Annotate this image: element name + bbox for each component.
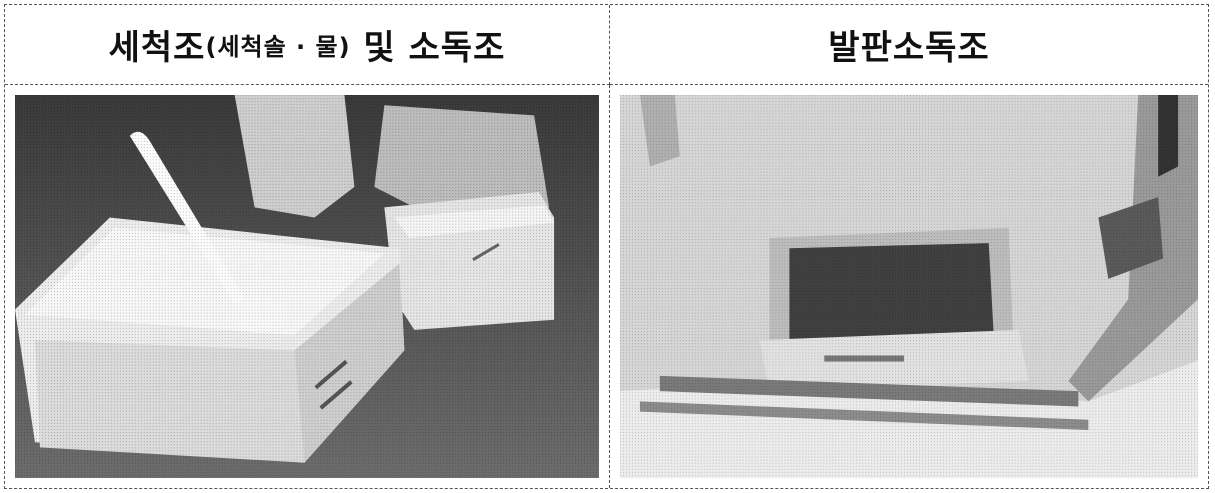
- footbath-photo: [620, 95, 1198, 478]
- photo-cell-washing-tank: [5, 85, 610, 488]
- header-tail: 및 소독조: [363, 28, 506, 68]
- comparison-table: 세척조 (세척솔 · 물) 및 소독조 발판소독조: [4, 4, 1209, 489]
- header-main: 발판소독조: [828, 28, 990, 68]
- header-main: 세척조: [108, 28, 206, 68]
- header-sub: (세척솔 · 물): [205, 33, 351, 61]
- photo-cell-footbath: [610, 85, 1208, 488]
- washing-tank-photo: [15, 95, 599, 478]
- header-footbath: 발판소독조: [610, 5, 1208, 85]
- header-washing-disinfection-tank: 세척조 (세척솔 · 물) 및 소독조: [5, 5, 610, 85]
